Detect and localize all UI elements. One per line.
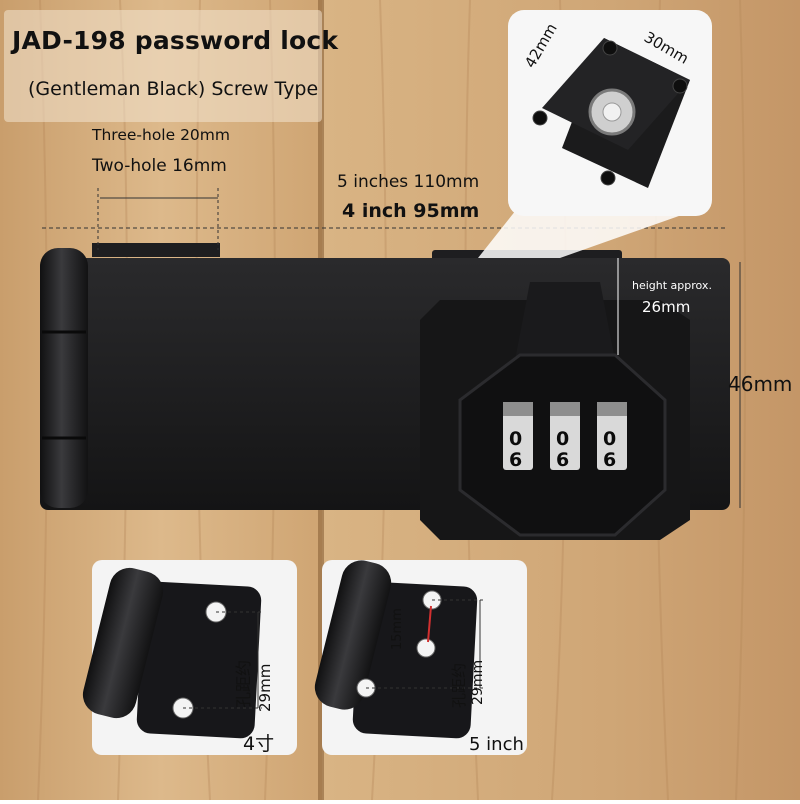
dial-top-digit-1: 0 [509, 428, 522, 450]
inset-right-hinge [314, 560, 392, 710]
inset-right-spacing-value: 29mm [470, 659, 486, 705]
inset-right-spacing-label: 孔距约 [450, 662, 468, 708]
dial-wheel-3[interactable] [597, 402, 627, 470]
hole-gap-label: 15mm [390, 608, 405, 650]
dial-wheel-1[interactable] [503, 402, 533, 470]
inset-base-hole-4 [600, 170, 616, 186]
dial-bottom-digit-2: 6 [556, 449, 569, 471]
hole-two-label: Two-hole 16mm [92, 156, 227, 176]
dial-bottom-digit-1: 6 [509, 449, 522, 471]
inset-left-spacing-label: 孔距约 [234, 659, 253, 708]
length-5-label: 5 inches 110mm [337, 172, 480, 192]
hole-three-label: Three-hole 20mm [92, 126, 230, 144]
hinge-barrel [40, 248, 88, 508]
product-title: JAD-198 password lock [12, 26, 339, 55]
dial-top-digit-3: 0 [603, 428, 616, 450]
product-subtitle: (Gentleman Black) Screw Type [28, 78, 319, 100]
height-label: height approx. [632, 279, 712, 292]
inset-left-size-label: 4寸 [243, 733, 275, 755]
height-value: 26mm [642, 298, 691, 316]
dial-top-digit-2: 0 [556, 428, 569, 450]
inset-base-hole-3 [532, 110, 548, 126]
lock-top-block [515, 282, 615, 360]
inset-left-spacing-value: 29mm [256, 663, 274, 712]
dial-wheel-2[interactable] [550, 402, 580, 470]
dimension-lines [42, 188, 741, 508]
inset-right-hole-2 [416, 638, 436, 658]
length-4-label: 4 inch 95mm [342, 200, 480, 222]
inset-left-hinge [82, 567, 164, 719]
inset-left-plate [136, 581, 262, 739]
title-backdrop [4, 10, 322, 122]
inset-right-size-label: 5 inch [469, 734, 524, 755]
hasp-back-plate [92, 243, 220, 257]
callout-wedge [478, 205, 710, 258]
inset-right-plate [352, 581, 478, 739]
width-label: 46mm [728, 372, 793, 396]
dial-bottom-digit-3: 6 [603, 449, 616, 471]
inset-base-hole-1 [602, 40, 618, 56]
inset-base-hole-2 [672, 78, 688, 94]
dial-wheels: 0 0 0 6 6 6 [503, 402, 627, 471]
inset-right-red-arrow [427, 605, 432, 643]
